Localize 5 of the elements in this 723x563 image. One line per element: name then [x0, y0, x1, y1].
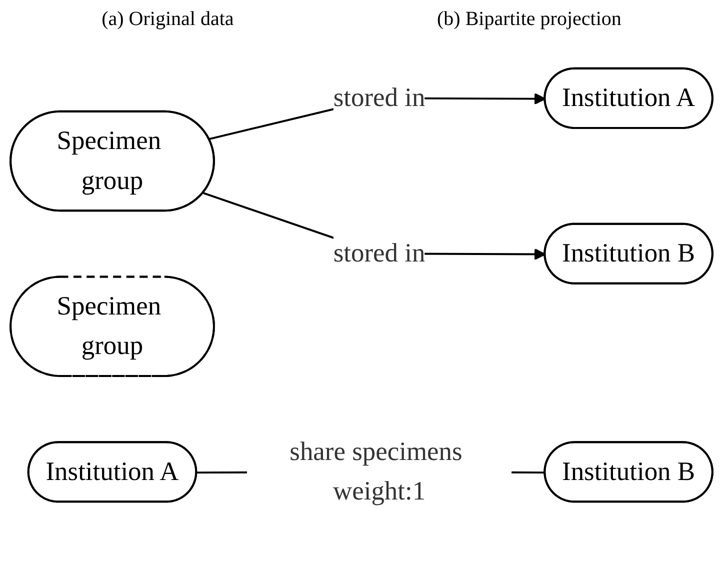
edge-label: share specimens weight:1 [290, 438, 462, 506]
edge-label: stored in [333, 239, 426, 268]
panel-heading: (a) Original data [102, 8, 234, 31]
edge-label: stored in [333, 84, 426, 113]
panel-heading: (b) Bipartite projection [437, 8, 622, 31]
